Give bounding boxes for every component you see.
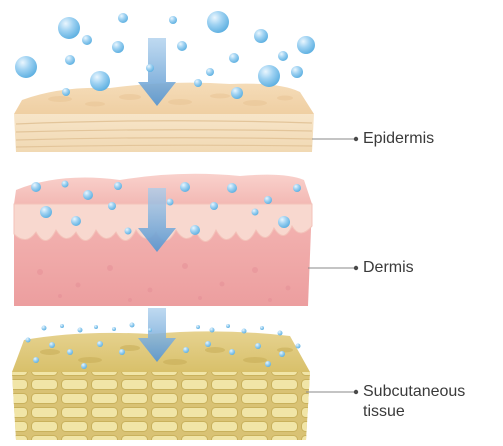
epidermis-leader-dot	[354, 137, 358, 141]
dermis-label: Dermis	[363, 258, 414, 278]
subcutaneous-tissue-label: Subcutaneous tissue	[363, 382, 503, 422]
dermis-leader-dot	[354, 266, 358, 270]
epidermis-label: Epidermis	[363, 129, 434, 149]
subcutaneous-label-line2: tissue	[363, 402, 503, 422]
subcutaneous-leader-dot	[354, 390, 358, 394]
fat-cells	[12, 372, 312, 442]
subcutaneous-label-line1: Subcutaneous	[363, 382, 503, 402]
leader-lines	[306, 137, 358, 394]
